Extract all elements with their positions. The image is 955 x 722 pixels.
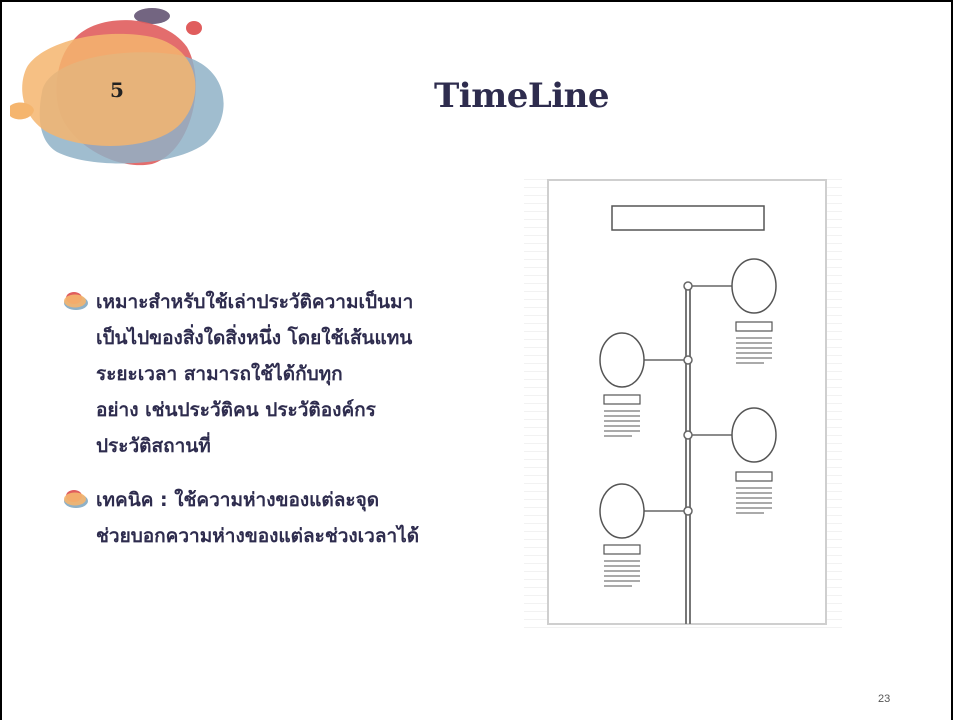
bullet-item: เหมาะสำหรับใช้เล่าประวัติความเป็นมา เป็น… [60,284,500,464]
section-number: 5 [110,78,124,102]
timeline-diagram-image [524,172,842,632]
decorative-blobs-icon [10,8,224,166]
bullet-item: เทคนิค : ใช้ความห่างของแต่ละจุด ช่วยบอกค… [60,482,500,554]
bullet-text: เทคนิค : ใช้ความห่างของแต่ละจุด ช่วยบอกค… [96,489,420,547]
page-number: 23 [878,693,891,705]
blob-bullet-icon [64,490,88,508]
blob-bullet-icon [64,292,88,310]
bullet-text: เหมาะสำหรับใช้เล่าประวัติความเป็นมา เป็น… [96,291,414,457]
bullet-list: เหมาะสำหรับใช้เล่าประวัติความเป็นมา เป็น… [60,284,500,572]
slide-title: TimeLine [434,76,610,116]
